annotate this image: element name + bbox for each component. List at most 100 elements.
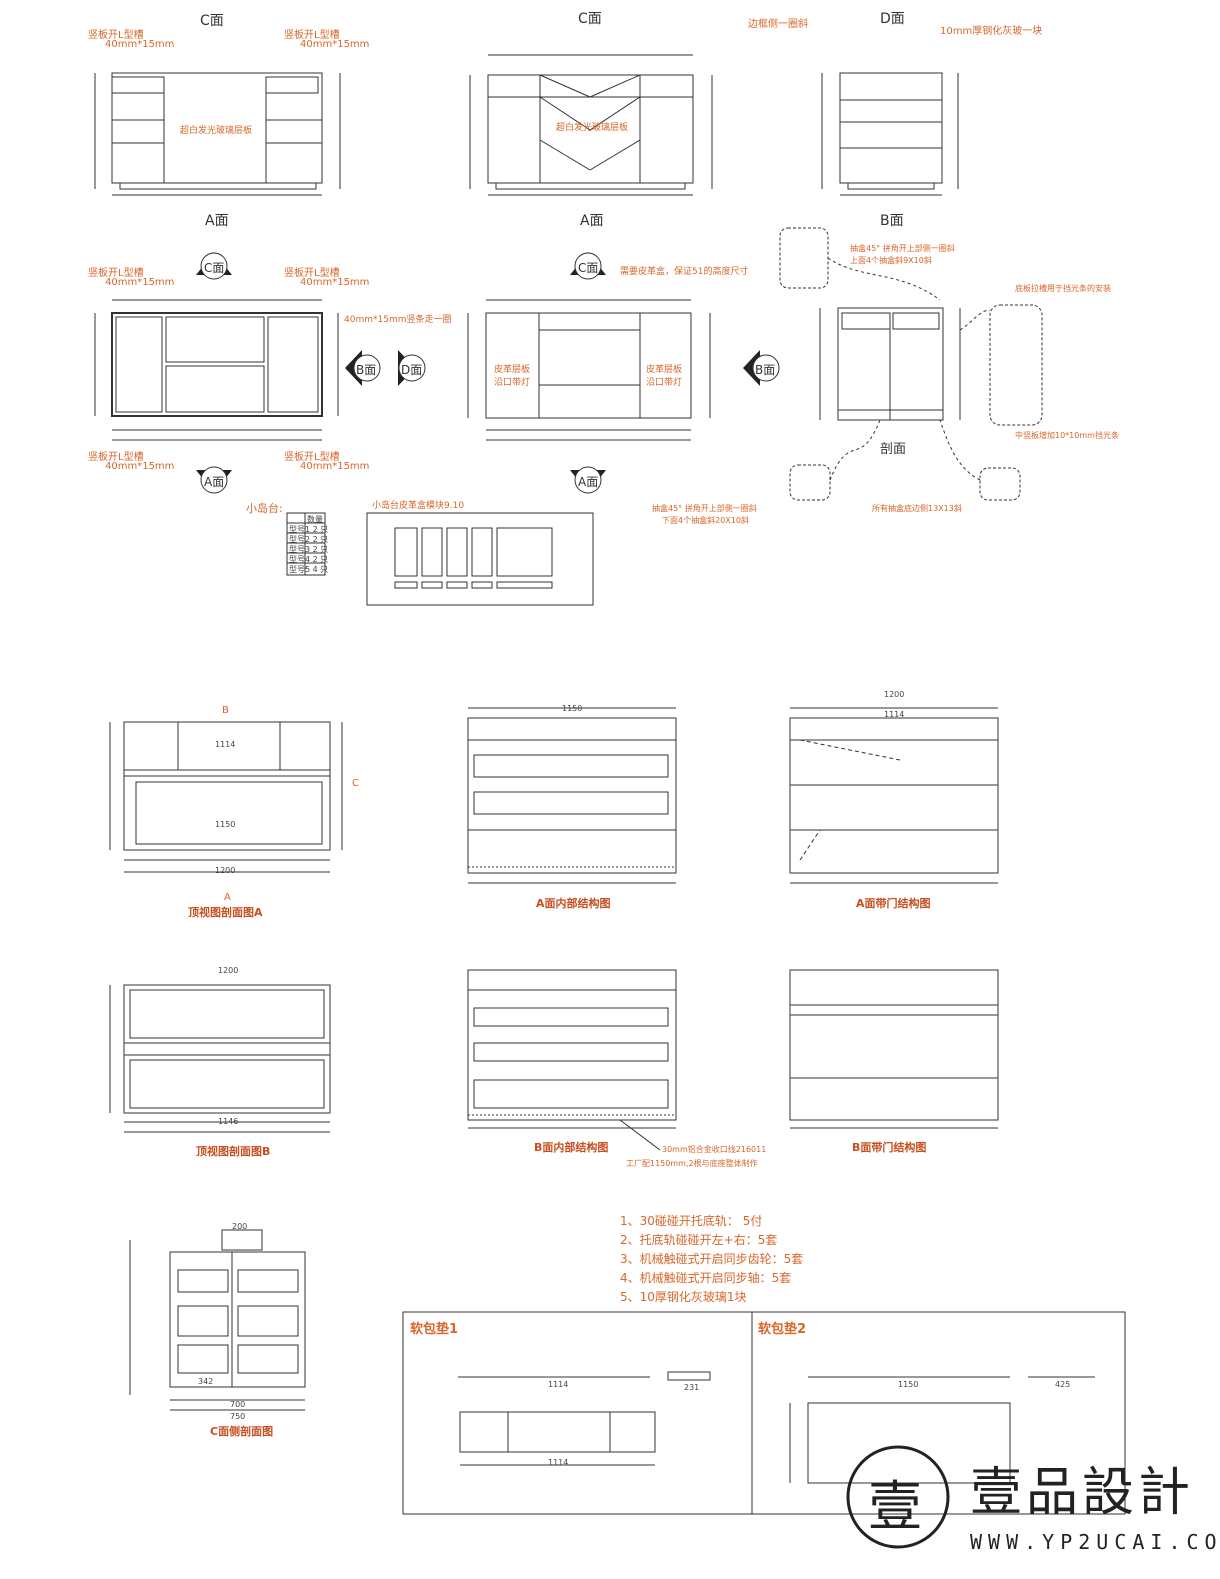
quantity-table — [286, 512, 326, 576]
hardware-note-3: 3、机械触碰式开启同步齿轮：5套 — [620, 1252, 804, 1266]
top-a-letter-b: B — [222, 705, 229, 716]
annot-island: 小岛台: — [246, 502, 283, 515]
table-row-4: 型号4 2 只 — [289, 555, 329, 564]
view-d-face-top: D面 — [880, 11, 905, 27]
table-row-3: 型号3 2 只 — [289, 545, 329, 554]
view-a-face-1: A面 — [205, 213, 229, 229]
annot-plan-l-slot-tl-dim: 40mm*15mm — [105, 277, 175, 288]
plan-middle — [467, 299, 711, 441]
annot-plan-l-slot-br: 竖板开L型槽 — [284, 452, 340, 463]
c-side-section — [129, 1229, 306, 1411]
brand-name: 壹品設計 — [970, 1463, 1195, 1523]
annot-l-slot-1: 竖板开L型槽 — [88, 30, 144, 41]
table-row-1: 型号1 2 只 — [289, 525, 329, 534]
plan-left — [94, 299, 339, 441]
dim-750: 750 — [230, 1412, 246, 1421]
dim-1200-a: 1200 — [215, 866, 236, 875]
soft-cushion-2-title: 软包垫2 — [758, 1322, 807, 1337]
plan-a-marker-2: A面 — [578, 475, 599, 489]
soft-cushion-panel — [402, 1311, 1126, 1515]
island-box-frame — [366, 512, 594, 606]
annot-drawer-45-top2: 上面4个抽盒斜9X10斜 — [850, 256, 932, 265]
annot-side-edge: 边框侧一圈斜 — [748, 19, 808, 30]
table-row-2: 型号2 2 只 — [289, 535, 329, 544]
plan-d-marker: D面 — [401, 363, 423, 377]
annot-glass-shelf-2: 超白发光玻璃层板 — [556, 123, 629, 133]
view-c-face-top: C面 — [200, 13, 224, 29]
section-label: 剖面 — [880, 442, 907, 457]
caption-a-inner: A面内部结构图 — [536, 897, 611, 910]
b-inner-structure — [467, 969, 677, 1151]
top-a-letter-c: C — [352, 778, 359, 789]
dim-342: 342 — [198, 1377, 214, 1386]
annot-l-slot-2-dim: 40mm*15mm — [300, 39, 370, 50]
annot-plan-l-slot-tr: 竖板开L型槽 — [284, 268, 340, 279]
top-section-b — [109, 984, 331, 1133]
brand-seal — [846, 1445, 950, 1549]
annot-drawer-45-bot2: 下面4个抽盒斜20X10斜 — [662, 516, 749, 525]
annot-alu: 30mm铝合金收口线216011 — [662, 1145, 767, 1154]
dim-1114-a: 1114 — [215, 740, 236, 749]
annot-leather-shelf-l: 皮革层板 — [494, 365, 531, 375]
hardware-note-1: 1、30碰碰开托底轨： 5付 — [620, 1214, 763, 1228]
annot-plan-l-slot-tr-dim: 40mm*15mm — [300, 277, 370, 288]
caption-b-door: B面带门结构图 — [852, 1141, 927, 1154]
table-row-5: 型号5 4 只 — [289, 565, 329, 574]
plan-a-marker-1: A面 — [204, 475, 225, 489]
annot-drawer-bottom: 所有抽盒底边侧13X13斜 — [872, 504, 962, 513]
dim-1200-ad: 1200 — [884, 690, 905, 699]
hardware-note-5: 5、10厚钢化灰玻璃1块 — [620, 1290, 747, 1304]
table-header: 数量 — [307, 515, 323, 524]
annot-l-slot-1-dim: 40mm*15mm — [105, 39, 175, 50]
dim-1150-s2: 1150 — [898, 1380, 919, 1389]
annot-l-slot-2: 竖板开L型槽 — [284, 30, 340, 41]
dim-1114-s1: 1114 — [548, 1380, 569, 1389]
view-b-face-1: B面 — [880, 213, 904, 229]
a-inner-structure — [467, 707, 677, 884]
annot-plan-l-slot-bl-dim: 40mm*15mm — [105, 461, 175, 472]
brand-url: WWW.YP2UCAI.COM — [970, 1530, 1220, 1554]
hardware-note-2: 2、托底轨碰碰开左+右：5套 — [620, 1233, 778, 1247]
plan-c-marker-1: C面 — [204, 261, 225, 275]
b-door-structure — [789, 969, 999, 1129]
dim-1150-ai: 1150 — [562, 704, 583, 713]
top-section-a — [109, 721, 343, 873]
dim-1200-b: 1200 — [218, 966, 239, 975]
annot-drawer-45-top: 抽盒45° 拼角开上部侧一圈斜 — [850, 244, 955, 253]
view-a-face-2: A面 — [580, 213, 604, 229]
dim-425-s2: 425 — [1055, 1380, 1071, 1389]
annot-steel-glass: 10mm厚钢化灰玻一块 — [940, 26, 1043, 37]
brand-seal-char: 壹 — [868, 1475, 922, 1538]
annot-leather-shelf-r2: 沿口带灯 — [646, 378, 683, 388]
dim-231-s1: 231 — [684, 1383, 700, 1392]
caption-c-side: C面侧剖面图 — [210, 1425, 274, 1438]
annot-light-block: 中竖板增加10*10mm挡光条 — [1015, 431, 1119, 440]
plan-b-marker-2: B面 — [755, 363, 776, 377]
elevation-a-middle — [469, 54, 713, 196]
dim-200: 200 — [232, 1222, 248, 1231]
caption-a-door: A面带门结构图 — [856, 897, 931, 910]
plan-b-marker-1: B面 — [356, 363, 377, 377]
dim-1114-ad: 1114 — [884, 710, 905, 719]
dim-700: 700 — [230, 1400, 246, 1409]
caption-top-a: 顶视图剖面图A — [188, 906, 263, 919]
elevation-b-right — [821, 72, 959, 196]
hardware-note-4: 4、机械触碰式开启同步轴：5套 — [620, 1271, 792, 1285]
annot-island-box: 小岛台皮革盒模块9.10 — [372, 501, 465, 511]
annot-factory: 工厂配1150mm,2根与底座整体制作 — [626, 1159, 758, 1168]
dim-1150-a: 1150 — [215, 820, 236, 829]
caption-top-b: 顶视图剖面图B — [196, 1145, 271, 1158]
view-c-face-top2: C面 — [578, 11, 602, 27]
plan-c-marker-2: C面 — [578, 261, 599, 275]
a-door-structure — [789, 707, 999, 884]
annot-leather-box: 需要皮革盒，保证51的高度尺寸 — [620, 267, 749, 277]
section-right — [779, 227, 1043, 501]
annot-plan-l-slot-tl: 竖板开L型槽 — [88, 268, 144, 279]
annot-drawer-45-bot: 抽盒45° 拼角开上部侧一圈斜 — [652, 504, 757, 513]
annot-leather-shelf-l2: 沿口带灯 — [494, 378, 531, 388]
caption-b-inner: B面内部结构图 — [534, 1141, 609, 1154]
dim-1114-s1b: 1114 — [548, 1458, 569, 1467]
soft-cushion-1-title: 软包垫1 — [410, 1322, 459, 1337]
annot-plan-l-slot-br-dim: 40mm*15mm — [300, 461, 370, 472]
